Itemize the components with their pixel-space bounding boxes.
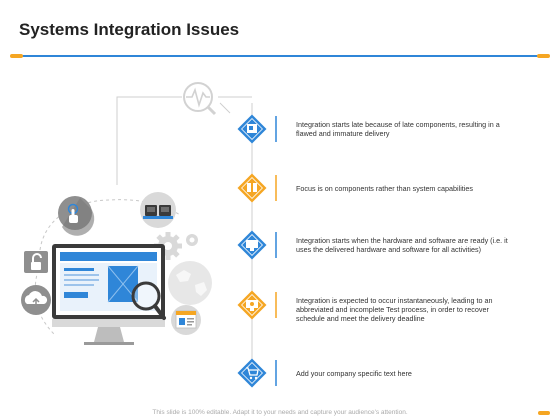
pulse-search-icon bbox=[183, 82, 217, 116]
timeline-item-2-badge bbox=[237, 173, 277, 203]
slide-title: Systems Integration Issues bbox=[19, 20, 240, 39]
window-icon bbox=[171, 305, 201, 335]
underline-left-cap bbox=[10, 54, 23, 58]
timeline-item-3-badge bbox=[237, 230, 277, 260]
timeline-item-1-badge bbox=[237, 114, 277, 144]
world-map-icon bbox=[168, 261, 212, 305]
connector-line bbox=[116, 96, 182, 185]
footer-accent bbox=[538, 411, 550, 415]
timeline-item-3-text: Integration starts when the hardware and… bbox=[296, 236, 508, 255]
timeline-item-2-text: Focus is on components rather than syste… bbox=[296, 184, 473, 193]
router-icon bbox=[140, 192, 176, 228]
footer-note: This slide is 100% editable. Adapt it to… bbox=[152, 409, 408, 416]
underline-right-cap bbox=[537, 54, 550, 58]
timeline-item-4-text: Integration is expected to occur instant… bbox=[296, 296, 493, 324]
timeline-item-4-badge bbox=[237, 290, 277, 320]
lock-icon bbox=[24, 251, 48, 273]
magnifier-icon bbox=[131, 281, 166, 320]
title-underline bbox=[10, 54, 550, 58]
cloud-upload-icon bbox=[21, 285, 51, 315]
touch-icon bbox=[58, 196, 95, 236]
timeline-item-5-text: Add your company specific text here bbox=[296, 369, 412, 378]
monitor-icon bbox=[52, 244, 165, 345]
timeline-item-1-text: Integration starts late because of late … bbox=[296, 120, 500, 139]
timeline-item-5-badge bbox=[237, 358, 277, 388]
